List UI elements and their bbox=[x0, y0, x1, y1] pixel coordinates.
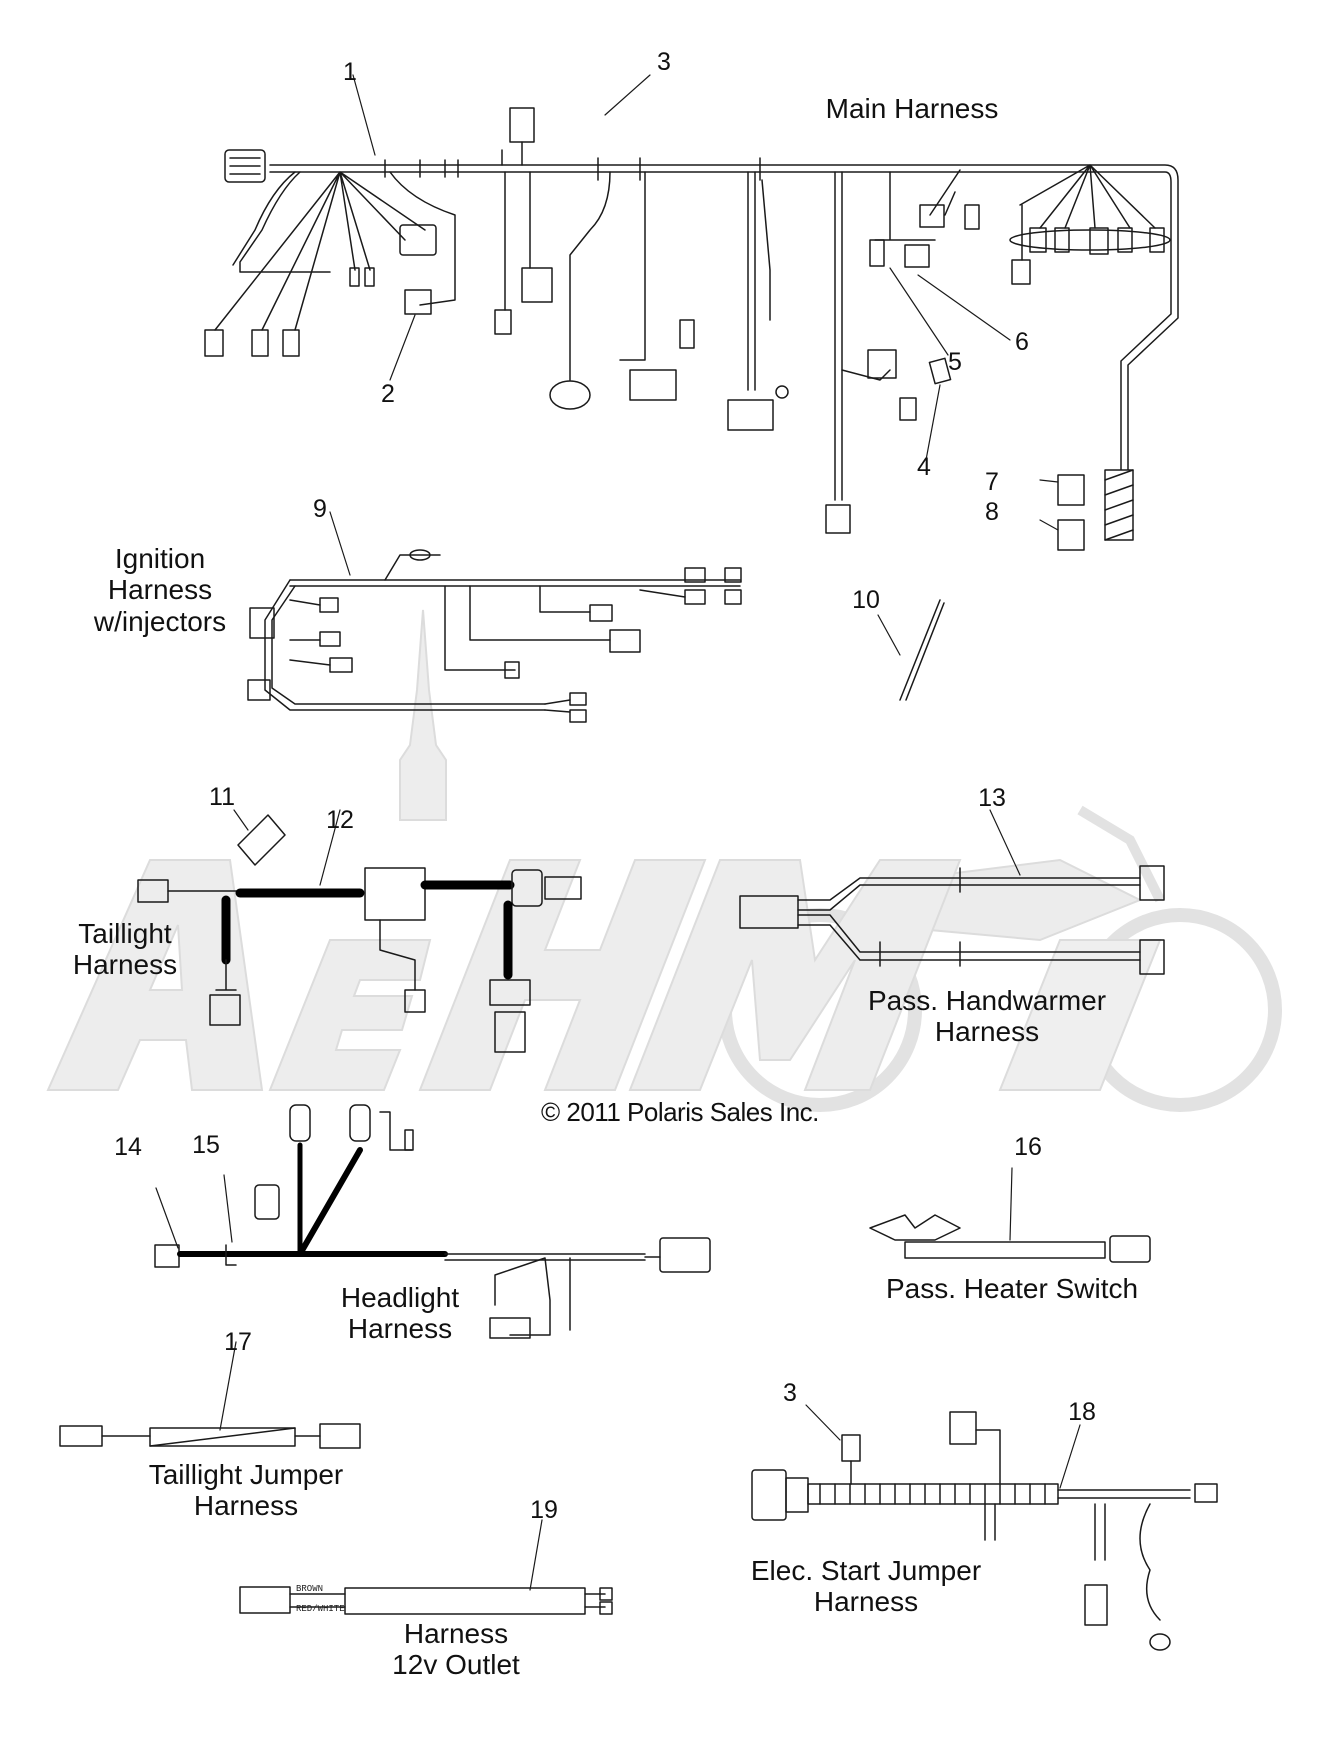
callout-2: 2 bbox=[381, 380, 395, 408]
callout-13: 13 bbox=[978, 784, 1006, 812]
taillight-jumper-harness bbox=[59, 1423, 361, 1449]
main-harness bbox=[204, 107, 1179, 551]
callout-12: 12 bbox=[326, 806, 354, 834]
callout-17: 17 bbox=[224, 1328, 252, 1356]
callout-3: 3 bbox=[657, 48, 671, 76]
callout-11: 11 bbox=[209, 783, 235, 811]
callout-10: 10 bbox=[852, 586, 880, 614]
heater-switch-harness bbox=[869, 1214, 1151, 1263]
elec-start-jumper-harness bbox=[751, 1411, 1218, 1651]
callout-7: 7 bbox=[985, 468, 999, 496]
callout-15: 15 bbox=[192, 1131, 220, 1159]
callout-16: 16 bbox=[1014, 1133, 1042, 1161]
callout-14: 14 bbox=[114, 1133, 142, 1161]
callout-19: 19 bbox=[530, 1496, 558, 1524]
title-heater-switch: Pass. Heater Switch bbox=[885, 1273, 1139, 1304]
callout-4: 4 bbox=[917, 453, 931, 481]
callout-5: 5 bbox=[948, 348, 962, 376]
handwarmer-harness bbox=[739, 865, 1165, 975]
callout-8: 8 bbox=[985, 498, 999, 526]
wire-clip bbox=[237, 814, 286, 866]
wire-label-red-white: RED/WHITE bbox=[296, 1604, 345, 1614]
taillight-harness bbox=[137, 814, 582, 1053]
wire-label-brown: BROWN bbox=[296, 1584, 324, 1594]
headlight-harness bbox=[154, 1104, 711, 1339]
copyright-text: © 2011 Polaris Sales Inc. bbox=[541, 1097, 819, 1127]
leader-lines bbox=[155, 74, 1081, 1591]
callout-3b: 3 bbox=[783, 1379, 797, 1407]
ignition-harness bbox=[247, 549, 742, 723]
callout-1: 1 bbox=[343, 58, 357, 86]
outlet-harness bbox=[239, 1586, 613, 1615]
callout-9: 9 bbox=[313, 495, 327, 523]
sensor-probe bbox=[899, 599, 941, 701]
title-main-harness: Main Harness bbox=[825, 93, 999, 124]
callout-6: 6 bbox=[1015, 328, 1029, 356]
callout-18: 18 bbox=[1068, 1398, 1096, 1426]
